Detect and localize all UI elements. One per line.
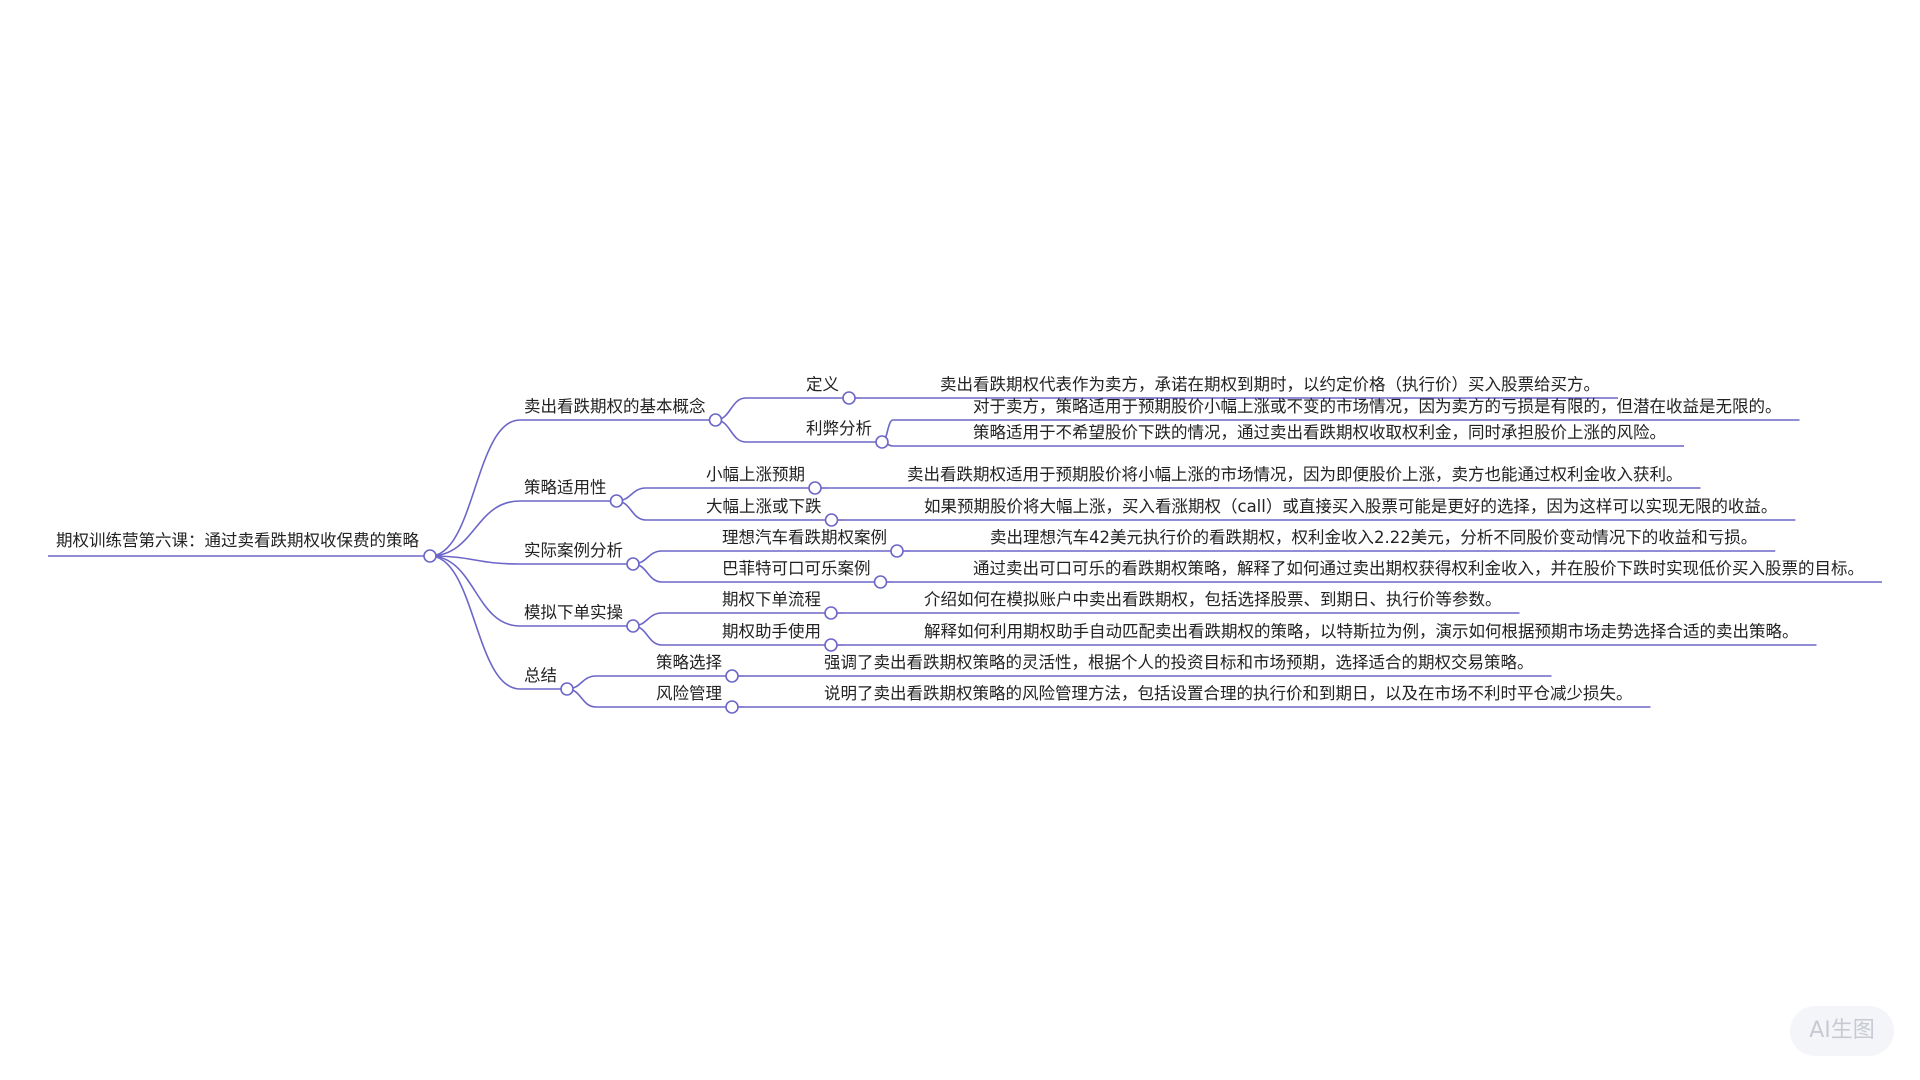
l1-collapse-toggle-3[interactable] [626,619,640,633]
l1-node-label-3[interactable]: 模拟下单实操 [524,603,623,622]
l2-node-label-4-0[interactable]: 策略选择 [656,653,723,672]
l3-node-label-0-1-1[interactable]: 策略适用于不希望股价下跌的情况，通过卖出看跌期权收取权利金，同时承担股价上涨的风… [973,423,1666,442]
edge-root-to-l1-4 [429,555,521,690]
l3-node-label-1-1-0[interactable]: 如果预期股价将大幅上涨，买入看涨期权（call）或直接买入股票可能是更好的选择，… [924,497,1777,516]
l1-collapse-toggle-2[interactable] [626,557,640,571]
l3-node-label-0-1-0[interactable]: 对于卖方，策略适用于预期股价小幅上涨或不变的市场情况，因为卖方的亏损是有限的，但… [973,397,1782,416]
root-node-label[interactable]: 期权训练营第六课：通过卖看跌期权收保费的策略 [56,531,420,550]
root-collapse-toggle[interactable] [423,549,437,563]
l2-node-label-3-0[interactable]: 期权下单流程 [722,590,821,609]
l2-collapse-toggle-1-0[interactable] [808,481,822,495]
l2-node-label-3-1[interactable]: 期权助手使用 [722,622,821,641]
l3-node-label-4-0-0[interactable]: 强调了卖出看跌期权策略的灵活性，根据个人的投资目标和市场预期，选择适合的期权交易… [824,653,1534,672]
l1-node-label-2[interactable]: 实际案例分析 [524,541,623,560]
edge-root-to-l1-1 [429,500,521,557]
l2-node-label-0-1[interactable]: 利弊分析 [806,419,872,438]
l2-collapse-toggle-2-0[interactable] [890,544,904,558]
l3-node-label-2-1-0[interactable]: 通过卖出可口可乐的看跌期权策略，解释了如何通过卖出期权获得权利金收入，并在股价下… [973,559,1864,578]
l1-collapse-toggle-1[interactable] [609,494,624,508]
l1-node-label-1[interactable]: 策略适用性 [524,478,607,497]
ai-generated-badge[interactable]: AI生图 [1790,1006,1894,1056]
l3-node-label-4-1-0[interactable]: 说明了卖出看跌期权策略的风险管理方法，包括设置合理的执行价和到期日，以及在市场不… [824,684,1633,703]
l2-collapse-toggle-4-1[interactable] [725,700,739,714]
mindmap-edges [48,397,1882,708]
l1-node-label-0[interactable]: 卖出看跌期权的基本概念 [524,396,706,416]
edge-root-to-l1-0 [429,419,521,557]
l2-node-label-2-0[interactable]: 理想汽车看跌期权案例 [722,528,887,547]
l2-node-label-0-0[interactable]: 定义 [806,375,839,394]
l2-node-label-1-1[interactable]: 大幅上涨或下跌 [706,497,822,516]
mindmap-nodes: 期权训练营第六课：通过卖看跌期权收保费的策略卖出看跌期权的基本概念定义卖出看跌期… [56,375,1864,714]
l2-collapse-toggle-3-0[interactable] [824,606,838,620]
l3-node-label-2-0-0[interactable]: 卖出理想汽车42美元执行价的看跌期权，权利金收入2.22美元，分析不同股价变动情… [990,528,1757,547]
l2-collapse-toggle-4-0[interactable] [725,669,739,683]
l2-node-label-1-0[interactable]: 小幅上涨预期 [706,465,805,484]
l2-node-label-4-1[interactable]: 风险管理 [656,684,722,703]
edge-root-to-l1-3 [429,555,521,627]
l3-node-label-3-0-0[interactable]: 介绍如何在模拟账户中卖出看跌期权，包括选择股票、到期日、执行价等参数。 [924,590,1502,609]
l3-node-label-0-0-0[interactable]: 卖出看跌期权代表作为卖方，承诺在期权到期时，以约定价格（执行价）买入股票给买方。 [940,375,1600,394]
l1-collapse-toggle-0[interactable] [708,413,723,427]
l2-collapse-toggle-0-1[interactable] [875,435,889,449]
l2-collapse-toggle-3-1[interactable] [824,638,838,652]
l3-node-label-3-1-0[interactable]: 解释如何利用期权助手自动匹配卖出看跌期权的策略，以特斯拉为例，演示如何根据预期市… [924,622,1799,641]
edge-root-to-l1-2 [429,555,521,565]
l3-node-label-1-0-0[interactable]: 卖出看跌期权适用于预期股价将小幅上涨的市场情况，因为即便股价上涨，卖方也能通过权… [907,465,1683,484]
l1-collapse-toggle-4[interactable] [560,682,574,696]
l2-collapse-toggle-1-1[interactable] [824,513,839,527]
l1-node-label-4[interactable]: 总结 [524,666,557,685]
l2-node-label-2-1[interactable]: 巴菲特可口可乐案例 [722,559,871,578]
l2-collapse-toggle-0-0[interactable] [842,391,856,405]
l2-collapse-toggle-2-1[interactable] [873,575,888,589]
